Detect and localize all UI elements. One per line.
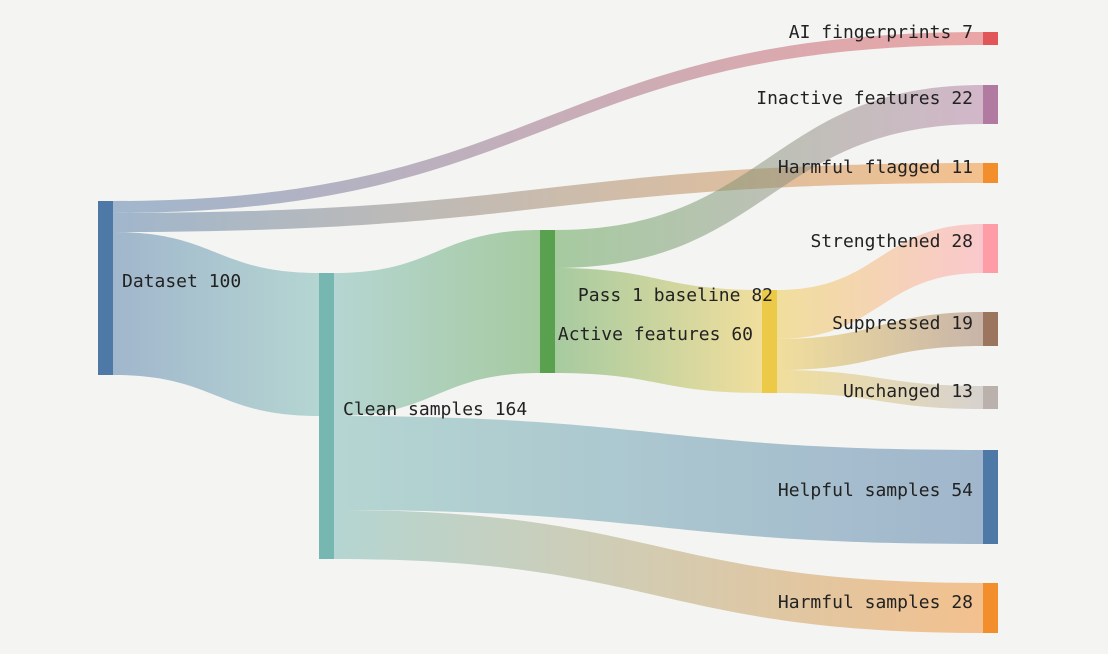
node-label-strengthened: Strengthened 28	[810, 231, 973, 252]
node-label-harmful_flagged: Harmful flagged 11	[778, 157, 973, 178]
links-layer	[113, 32, 983, 633]
node-label-dataset: Dataset 100	[122, 271, 241, 292]
node-label-ai: AI fingerprints 7	[789, 22, 973, 43]
node-pass1	[762, 290, 777, 393]
node-label-harmful_samples: Harmful samples 28	[778, 592, 973, 613]
link-pass1-to-unchanged	[777, 370, 983, 409]
node-label-pass1: Pass 1 baseline 82	[578, 285, 773, 306]
link-dataset-to-ai	[113, 32, 983, 213]
node-ai	[983, 32, 998, 45]
node-harmful_samples	[983, 583, 998, 633]
node-label-clean: Clean samples 164	[343, 399, 527, 420]
nodes-layer	[98, 32, 998, 633]
node-label-helpful: Helpful samples 54	[778, 480, 973, 501]
link-dataset-to-clean	[113, 232, 319, 416]
node-harmful_flagged	[983, 163, 998, 183]
link-clean-to-helpful	[334, 416, 983, 544]
node-unchanged	[983, 386, 998, 409]
node-active	[540, 230, 555, 373]
link-clean-to-active	[334, 230, 540, 416]
node-label-inactive: Inactive features 22	[756, 88, 973, 109]
node-helpful	[983, 450, 998, 544]
node-clean	[319, 273, 334, 559]
link-active-to-inactive	[555, 85, 983, 268]
node-label-suppressed: Suppressed 19	[832, 313, 973, 334]
link-pass1-to-suppressed	[777, 312, 983, 370]
link-active-to-pass1	[555, 268, 762, 393]
node-label-unchanged: Unchanged 13	[843, 381, 973, 402]
node-strengthened	[983, 224, 998, 273]
node-label-active: Active features 60	[558, 324, 753, 345]
node-dataset	[98, 201, 113, 375]
link-clean-to-harmful_samples	[334, 510, 983, 633]
node-inactive	[983, 85, 998, 124]
node-suppressed	[983, 312, 998, 346]
link-pass1-to-strengthened	[777, 224, 983, 339]
